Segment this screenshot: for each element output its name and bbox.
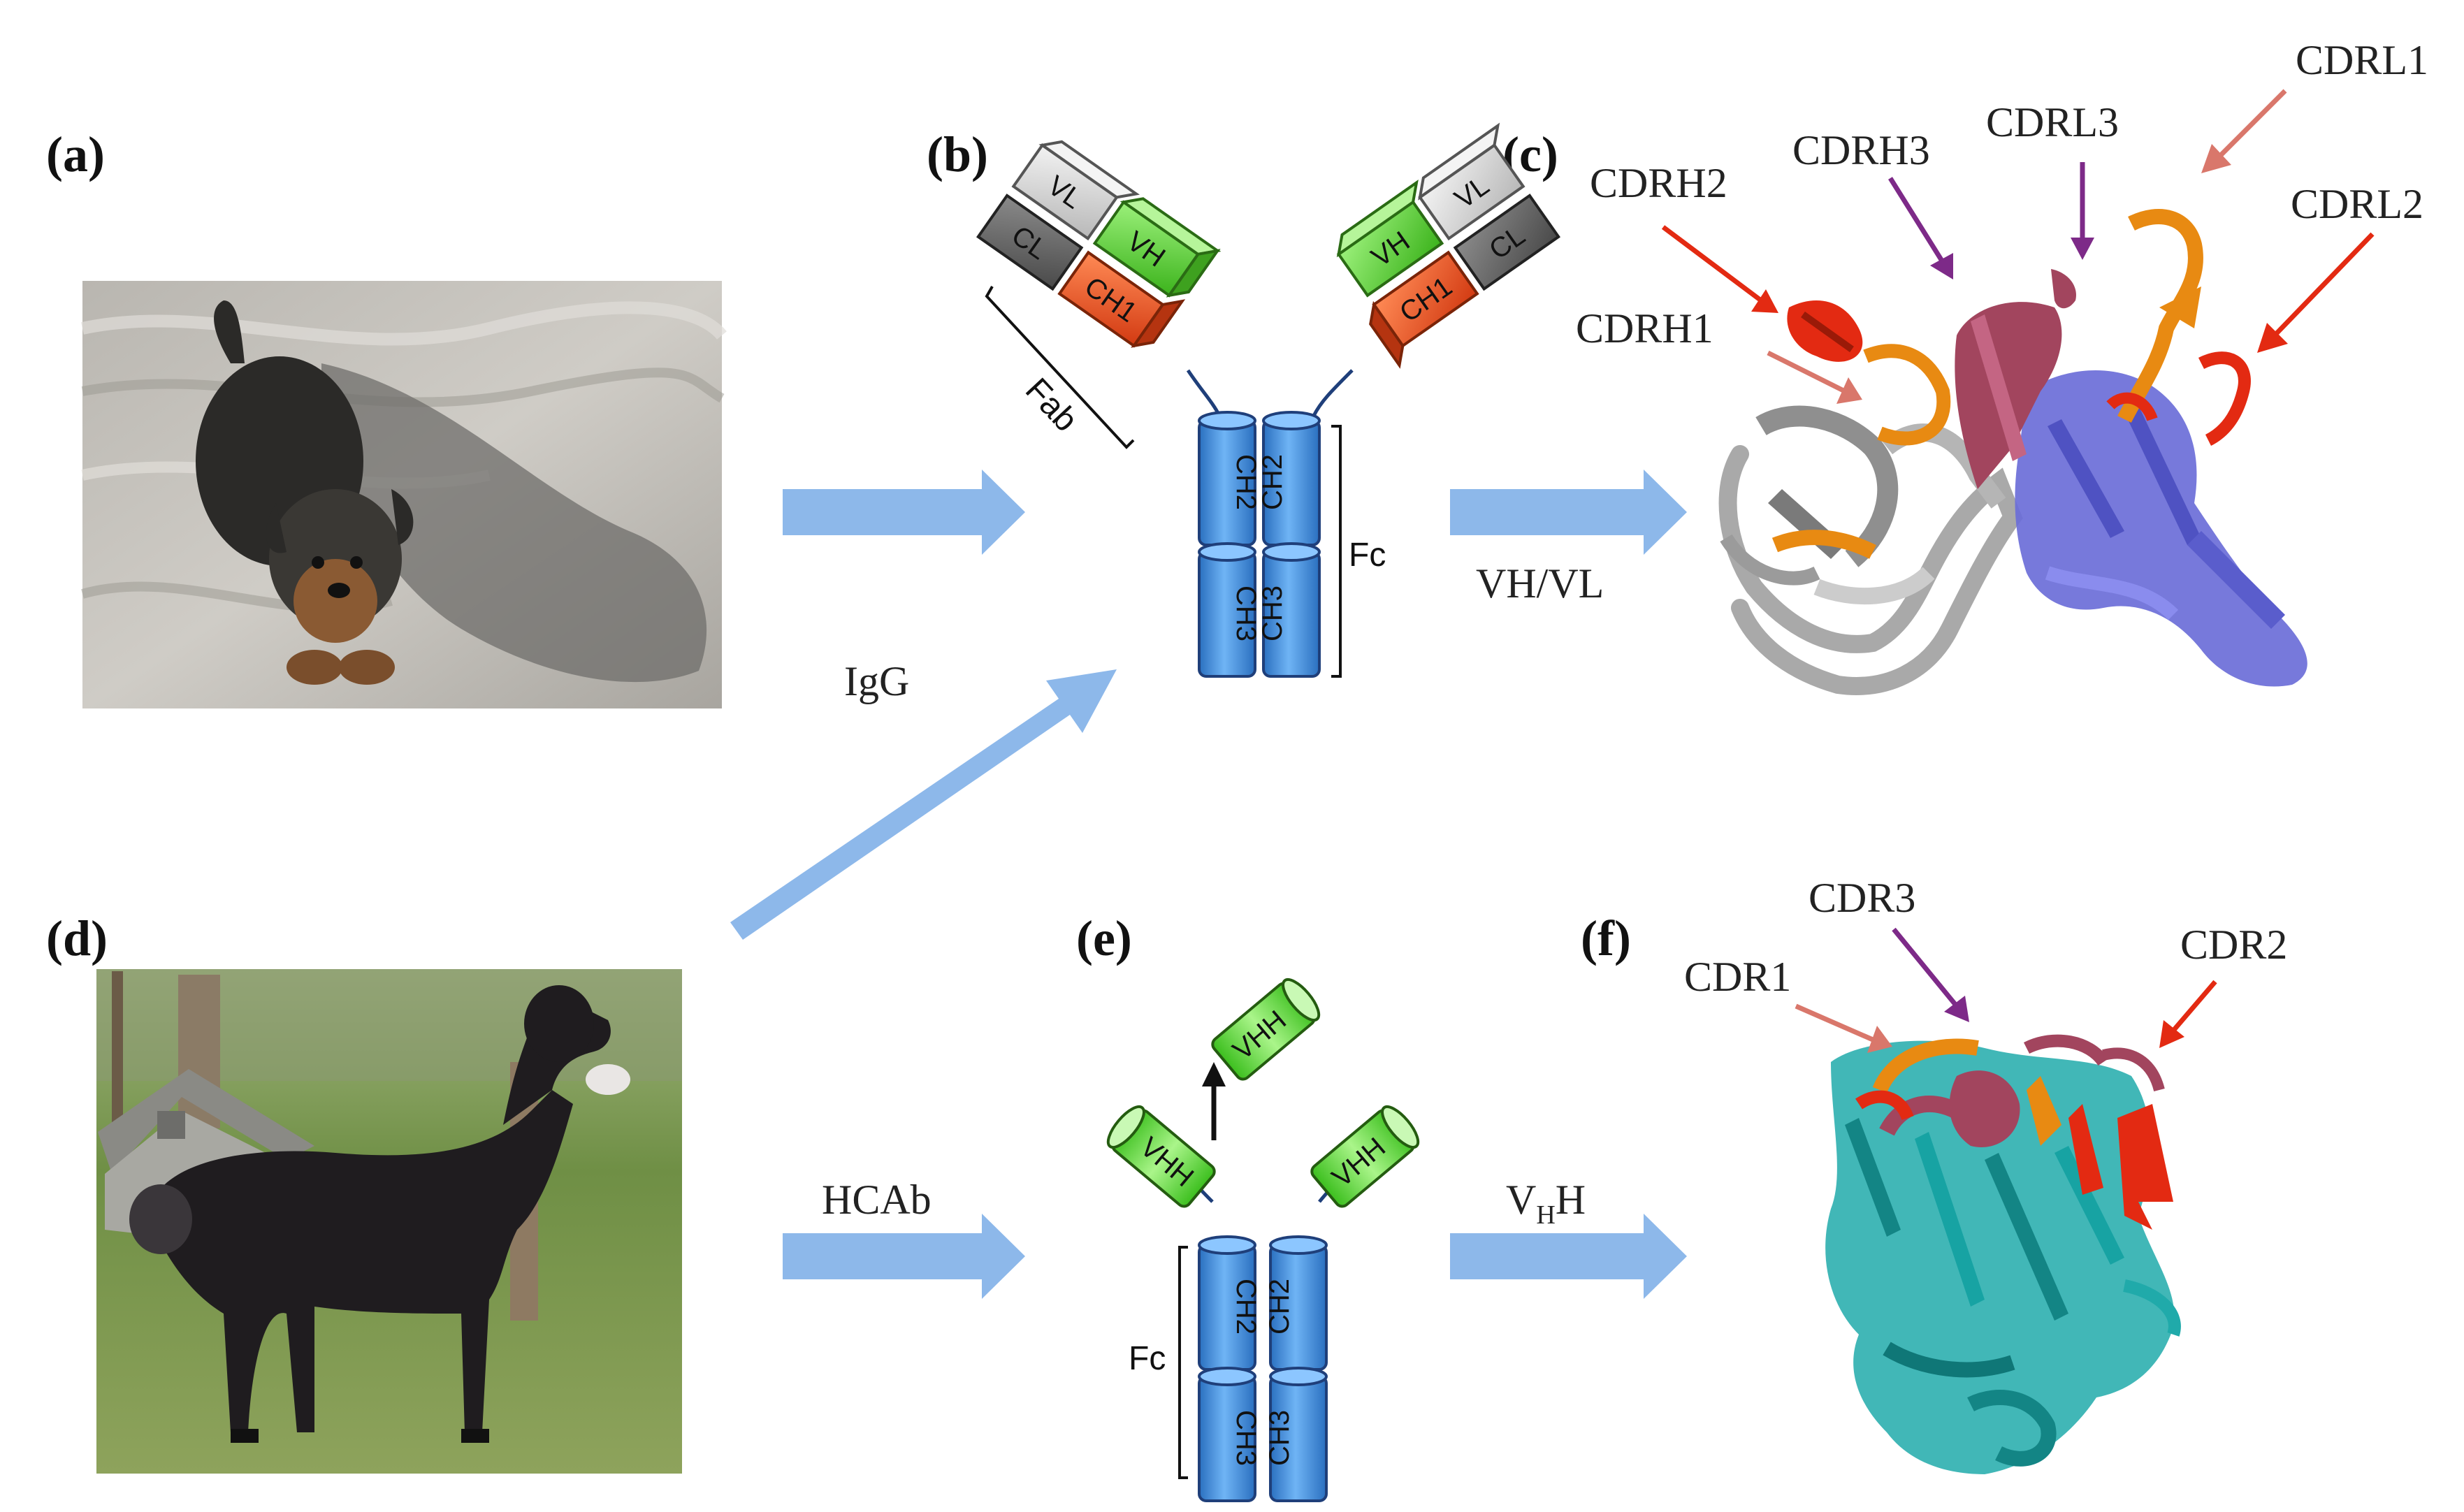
arrow-hcab-to-vhh bbox=[1450, 1214, 1687, 1299]
igg-vl-left: VL bbox=[1011, 140, 1140, 241]
igg-vh-right: VH bbox=[1336, 180, 1444, 298]
igg-fab-label: Fab bbox=[1018, 371, 1085, 439]
panel-label-b: (b) bbox=[927, 126, 988, 182]
panel-label-f: (f) bbox=[1581, 910, 1631, 966]
igg-ch2-left: CH2 bbox=[1198, 411, 1261, 546]
hcab-ch2-left: CH2 bbox=[1198, 1235, 1261, 1371]
hcab-vhh-left: VHH bbox=[1106, 1105, 1216, 1208]
igg-fab-left: VH CH1 VL CL bbox=[976, 140, 1222, 348]
label-cdrl3: CDRL3 bbox=[1986, 99, 2119, 145]
arrow-alpaca-to-hcab bbox=[783, 1214, 1025, 1299]
caption-hcab: HCAb bbox=[822, 1177, 932, 1223]
igg-vh-left: VH bbox=[1092, 197, 1222, 298]
igg-ch2-right: CH2 bbox=[1257, 411, 1321, 546]
hcab-schematic: CH2 CH3 CH2 CH3 Fc VHH V bbox=[1106, 977, 1420, 1502]
panel-label-d: (d) bbox=[46, 910, 108, 966]
caption-vhvl: VH/VL bbox=[1476, 560, 1604, 606]
alpaca-photo bbox=[96, 969, 682, 1474]
hcab-fc-label: Fc bbox=[1129, 1340, 1166, 1377]
label-cdrh1: CDRH1 bbox=[1576, 305, 1713, 351]
vhh-ribbon-structure bbox=[1825, 1034, 2181, 1474]
panel-label-a: (a) bbox=[46, 126, 105, 182]
svg-text:CH3: CH3 bbox=[1231, 1410, 1261, 1466]
arrow-alpaca-to-igg bbox=[730, 669, 1117, 940]
caption-igg: IgG bbox=[844, 658, 909, 704]
arrow-dog-to-igg bbox=[783, 470, 1025, 555]
hcab-vhh-right: VHH bbox=[1310, 1105, 1420, 1208]
label-cdr1: CDR1 bbox=[1684, 954, 1791, 1000]
panel-label-e: (e) bbox=[1076, 910, 1132, 966]
label-cdrl1: CDRL1 bbox=[2296, 37, 2428, 83]
igg-cl-left: CL bbox=[976, 194, 1084, 291]
label-cdrh3: CDRH3 bbox=[1792, 127, 1930, 173]
igg-schematic: CH2 CH3 CH2 CH3 Fc VH bbox=[976, 122, 1560, 678]
svg-text:CH2: CH2 bbox=[1257, 454, 1288, 510]
arrow-igg-to-vhvl bbox=[1450, 470, 1687, 555]
igg-vl-right: VL bbox=[1418, 122, 1525, 241]
igg-cl-right: CL bbox=[1453, 194, 1560, 291]
cdr-arrows-f bbox=[1795, 927, 2217, 1053]
svg-text:CH3: CH3 bbox=[1231, 586, 1261, 641]
igg-ch3-right: CH3 bbox=[1257, 542, 1321, 678]
svg-text:CH3: CH3 bbox=[1264, 1410, 1295, 1466]
svg-text:CH2: CH2 bbox=[1264, 1279, 1295, 1335]
igg-fc-label: Fc bbox=[1349, 537, 1386, 574]
svg-text:CH2: CH2 bbox=[1231, 454, 1261, 510]
hcab-ch3-left: CH3 bbox=[1198, 1367, 1261, 1502]
svg-text:CH3: CH3 bbox=[1257, 586, 1288, 641]
hcab-ch3-right: CH3 bbox=[1264, 1367, 1328, 1502]
hcab-ch2-right: CH2 bbox=[1264, 1235, 1328, 1371]
label-cdrl2: CDRL2 bbox=[2291, 181, 2423, 227]
hcab-vhh-released: VHH bbox=[1211, 977, 1321, 1081]
caption-vhh: VHH bbox=[1506, 1177, 1586, 1230]
vhvl-ribbon-structure bbox=[1718, 209, 2307, 695]
igg-ch3-left: CH3 bbox=[1198, 542, 1261, 678]
igg-fab-right: VH CH1 VL CL bbox=[1336, 122, 1560, 369]
svg-text:CH2: CH2 bbox=[1231, 1279, 1261, 1335]
label-cdrh2: CDRH2 bbox=[1590, 160, 1727, 206]
label-cdr2: CDR2 bbox=[2180, 922, 2287, 968]
dog-photo bbox=[81, 281, 727, 708]
cdr-arrows-c bbox=[1661, 89, 2375, 404]
label-cdr3: CDR3 bbox=[1809, 875, 1915, 921]
